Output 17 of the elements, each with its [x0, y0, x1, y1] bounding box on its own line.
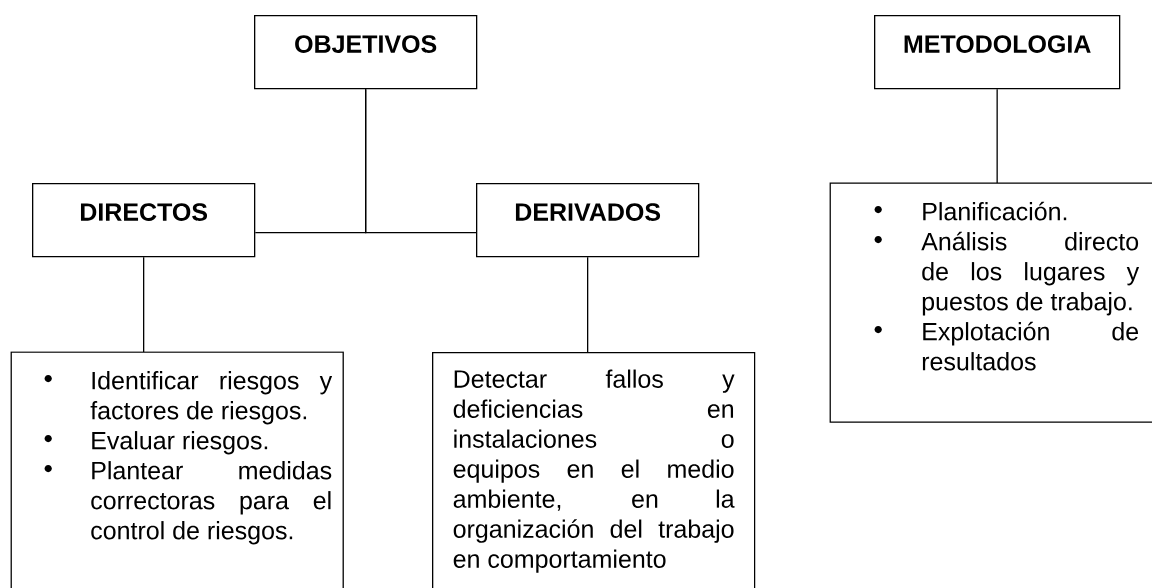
bullet-item: Explotación de resultados: [874, 321, 1139, 371]
bullet-item: Identificar riesgos y factores de riesgos.: [44, 371, 333, 425]
title-box: METODOLOGIA: [874, 15, 1121, 90]
list-box: [829, 182, 1152, 423]
bullet-item: Evaluar riesgos.: [44, 431, 268, 455]
title-box: OBJETIVOS: [254, 15, 478, 90]
connector-line: [143, 256, 145, 353]
bullet-item: Planificación.: [874, 201, 1067, 221]
title-box: DIRECTOS: [32, 183, 256, 258]
text-box: Detectar fallos y deficiencias en instalaciones o equipos en el medio ambiente, en la organización del trabajo en comportamiento: [432, 352, 756, 588]
title-box: DERIVADOS: [476, 183, 700, 258]
connector-line: [996, 88, 998, 184]
bullet-item: Análisis directo de los lugares y puestos de trabajo.: [874, 231, 1140, 316]
connector-line: [587, 256, 589, 353]
list-box: [10, 351, 344, 588]
connector-line: [365, 88, 477, 234]
bullet-item: Plantear medidas correctoras para el control de riesgos.: [44, 461, 332, 545]
